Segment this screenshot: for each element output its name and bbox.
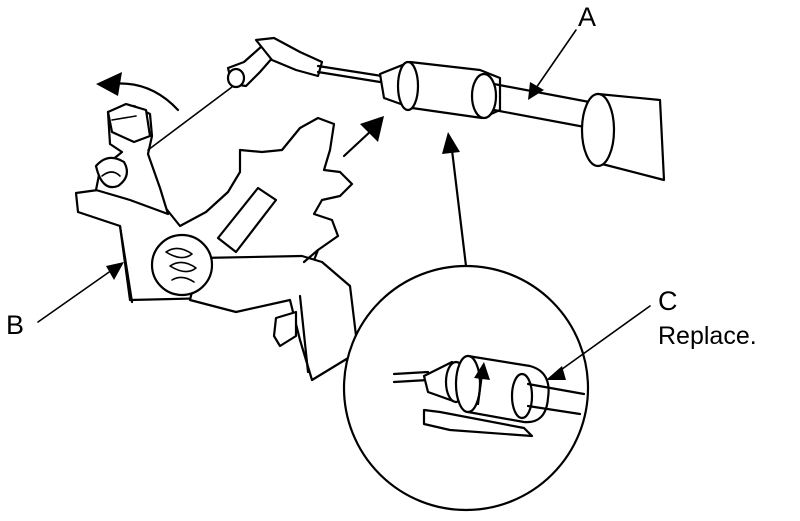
leader-b (37, 262, 124, 323)
label-b: B (6, 310, 24, 340)
label-c-note: Replace. (658, 322, 757, 350)
bracket (74, 116, 360, 382)
movement-arrow (342, 116, 384, 158)
cable-end (147, 36, 384, 151)
rotate-arrow (96, 72, 180, 112)
label-c: C (658, 286, 678, 316)
label-a: A (578, 2, 596, 32)
cable-housing (378, 60, 666, 182)
leader-a (528, 29, 577, 100)
leader-c (546, 305, 651, 380)
inset-pointer (442, 132, 468, 268)
lever-assembly (94, 102, 170, 216)
detail-inset (342, 264, 590, 512)
